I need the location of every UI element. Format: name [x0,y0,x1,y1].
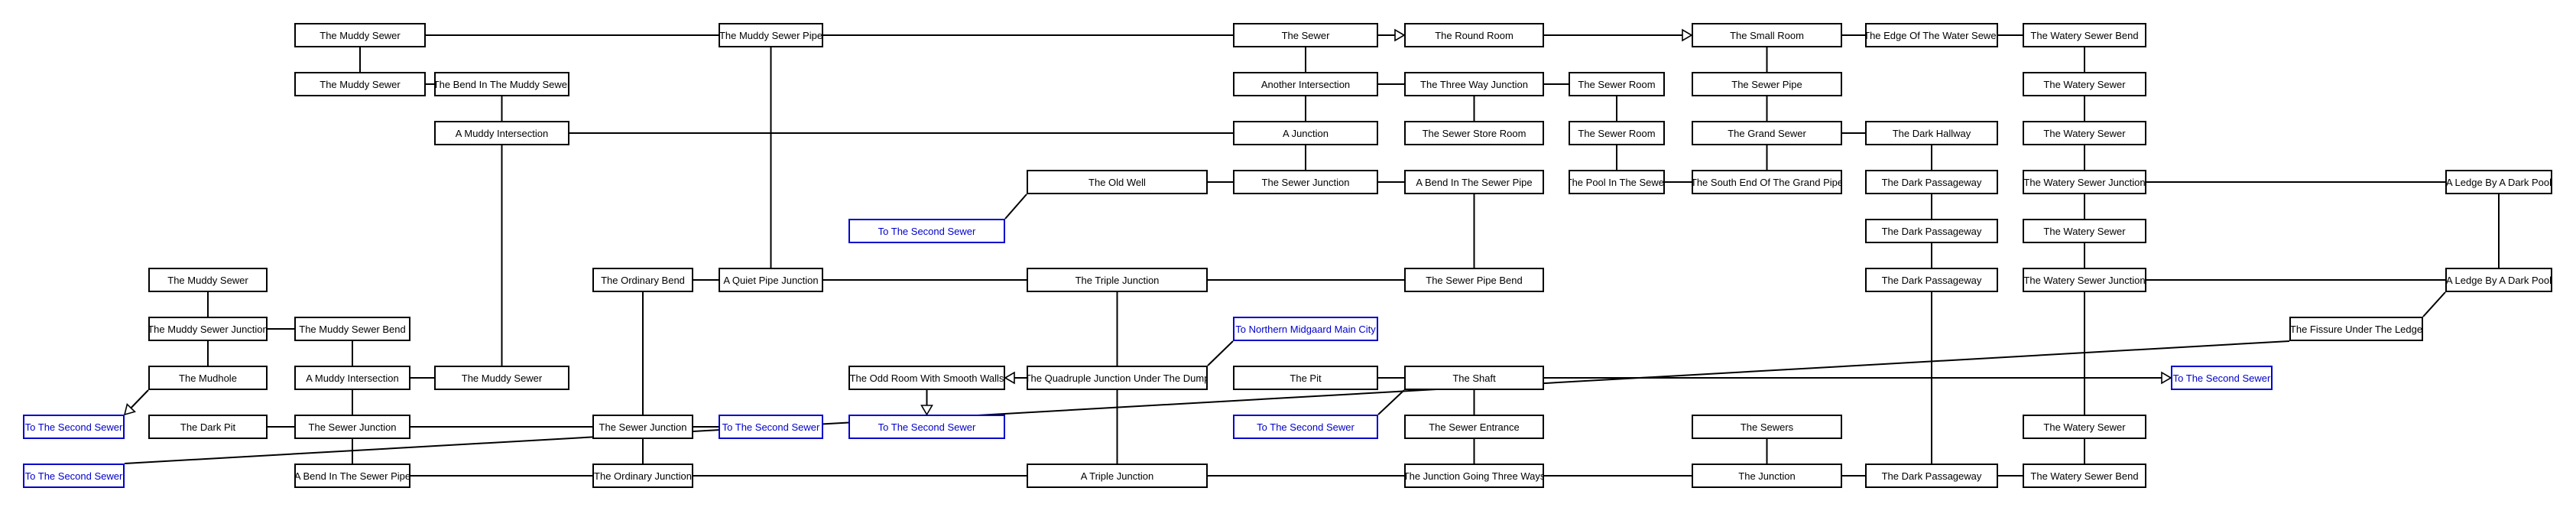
room-node-n55[interactable]: The Sewer Junction [294,415,410,439]
room-node-n54[interactable]: The Dark Pit [148,415,268,439]
room-node-n34[interactable]: The Ordinary Bend [592,268,693,292]
room-node-n62[interactable]: The Watery Sewer [2023,415,2146,439]
room-node-n65[interactable]: The Ordinary Junction [592,464,693,488]
room-node-n4[interactable]: The Round Room [1404,23,1544,47]
room-node-n29[interactable]: A Ledge By A Dark Pool [2445,170,2552,194]
room-node-n49[interactable]: The Quadruple Junction Under The Dump [1027,366,1208,390]
arrowhead-n50-n59 [2161,371,2172,385]
room-node-n14[interactable]: The Watery Sewer [2023,72,2146,96]
room-node-n23[interactable]: The Sewer Junction [1233,170,1378,194]
room-node-n13[interactable]: The Sewer Pipe [1692,72,1842,96]
room-node-n19[interactable]: The Grand Sewer [1692,121,1842,145]
exit-node-n52[interactable]: To The Second Sewer [1233,415,1378,439]
room-node-n48[interactable]: The Odd Room With Smooth Walls [848,366,1005,390]
room-node-n24[interactable]: A Bend In The Sewer Pipe [1404,170,1544,194]
connector-n51-n52 [1377,389,1405,415]
room-node-n33[interactable]: The Muddy Sewer [148,268,268,292]
arrowhead-n3-n4 [1394,28,1406,42]
room-node-n61[interactable]: The Sewers [1692,415,1842,439]
room-node-n20[interactable]: The Dark Hallway [1865,121,1998,145]
room-node-n26[interactable]: The South End Of The Grand Pipe [1692,170,1842,194]
room-node-n45[interactable]: The Mudhole [148,366,268,390]
room-node-n67[interactable]: The Junction Going Three Ways [1404,464,1544,488]
exit-node-n30[interactable]: To The Second Sewer [848,219,1005,243]
room-node-n68[interactable]: The Junction [1692,464,1842,488]
room-node-n27[interactable]: The Dark Passageway [1865,170,1998,194]
room-node-n1[interactable]: The Muddy Sewer [294,23,426,47]
room-node-n56[interactable]: The Sewer Junction [592,415,693,439]
room-node-n36[interactable]: The Triple Junction [1027,268,1208,292]
room-node-n47[interactable]: The Muddy Sewer [434,366,569,390]
arrowhead-n49-n48 [1004,371,1015,385]
room-node-n11[interactable]: The Three Way Junction [1404,72,1544,96]
room-node-n35[interactable]: A Quiet Pipe Junction [719,268,823,292]
room-node-n9[interactable]: The Bend In The Muddy Sewer [434,72,569,96]
room-node-n10[interactable]: Another Intersection [1233,72,1378,96]
room-node-n21[interactable]: The Watery Sewer [2023,121,2146,145]
room-node-n7[interactable]: The Watery Sewer Bend [2023,23,2146,47]
arrowhead-n45-n53 [123,402,136,416]
room-node-n22[interactable]: The Old Well [1027,170,1208,194]
room-node-n51[interactable]: The Shaft [1404,366,1544,390]
room-node-n16[interactable]: A Junction [1233,121,1378,145]
room-node-n50[interactable]: The Pit [1233,366,1378,390]
room-node-n70[interactable]: The Watery Sewer Bend [2023,464,2146,488]
connector-n40-n44 [2422,291,2446,317]
exit-node-n58[interactable]: To The Second Sewer [848,415,1005,439]
room-node-n31[interactable]: The Dark Passageway [1865,219,1998,243]
room-node-n15[interactable]: A Muddy Intersection [434,121,569,145]
exit-node-n59[interactable]: To The Second Sewer [2171,366,2273,390]
room-node-n6[interactable]: The Edge Of The Water Sewer [1865,23,1998,47]
exit-node-n63[interactable]: To The Second Sewer [23,464,125,488]
room-node-n25[interactable]: The Pool In The Sewer [1569,170,1665,194]
arrowhead-n4-n5 [1682,28,1693,42]
room-node-n64[interactable]: A Bend In The Sewer Pipe [294,464,410,488]
room-node-n18[interactable]: The Sewer Room [1569,121,1665,145]
room-node-n42[interactable]: The Muddy Sewer Bend [294,317,410,341]
connector-n44-n63 [124,340,2290,464]
room-node-n17[interactable]: The Sewer Store Room [1404,121,1544,145]
room-node-n12[interactable]: The Sewer Room [1569,72,1665,96]
room-node-n46[interactable]: A Muddy Intersection [294,366,410,390]
room-node-n60[interactable]: The Sewer Entrance [1404,415,1544,439]
room-node-n69[interactable]: The Dark Passageway [1865,464,1998,488]
room-node-n37[interactable]: The Sewer Pipe Bend [1404,268,1544,292]
connector-n49-n43 [1207,340,1234,366]
room-node-n41[interactable]: The Muddy Sewer Junction [148,317,268,341]
room-node-n66[interactable]: A Triple Junction [1027,464,1208,488]
connector-n22-n30 [1004,194,1027,220]
room-node-n3[interactable]: The Sewer [1233,23,1378,47]
room-node-n5[interactable]: The Small Room [1692,23,1842,47]
room-node-n44[interactable]: The Fissure Under The Ledge [2289,317,2423,341]
room-node-n8[interactable]: The Muddy Sewer [294,72,426,96]
room-node-n2[interactable]: The Muddy Sewer Pipe [719,23,823,47]
exit-node-n57[interactable]: To The Second Sewer [719,415,823,439]
room-node-n38[interactable]: The Dark Passageway [1865,268,1998,292]
exit-node-n53[interactable]: To The Second Sewer [23,415,125,439]
room-node-n32[interactable]: The Watery Sewer [2023,219,2146,243]
room-node-n39[interactable]: The Watery Sewer Junction [2023,268,2146,292]
arrowhead-n48-n58 [920,405,933,416]
room-node-n40[interactable]: A Ledge By A Dark Pool [2445,268,2552,292]
exit-node-n43[interactable]: To Northern Midgaard Main City [1233,317,1378,341]
room-node-n28[interactable]: The Watery Sewer Junction [2023,170,2146,194]
